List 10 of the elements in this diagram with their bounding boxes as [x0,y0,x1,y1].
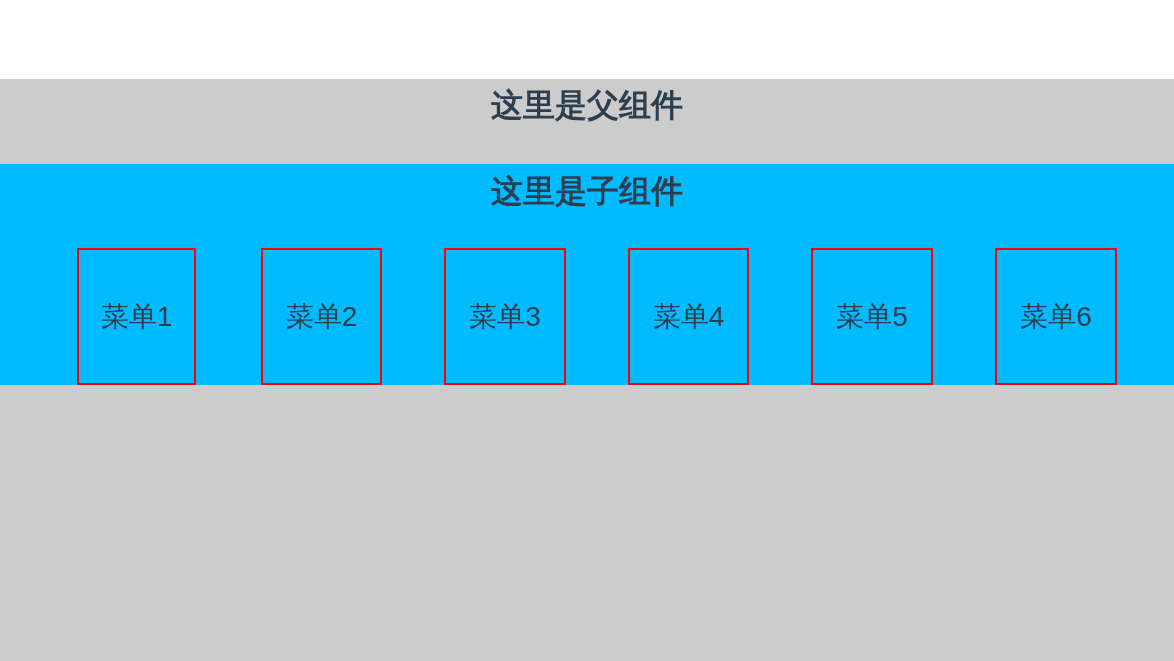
menu-item: 菜单6 [995,248,1117,385]
panel-heading: 这里是父组件 [491,86,683,125]
parent-panel [0,79,1174,661]
menu-item: 菜单2 [261,248,382,385]
menu-item: 菜单1 [77,248,196,385]
child-panel [0,164,1174,385]
panel-heading: 这里是子组件 [491,172,683,211]
menu-item: 菜单3 [444,248,566,385]
menu-item: 菜单5 [811,248,933,385]
menu-item: 菜单4 [628,248,749,385]
